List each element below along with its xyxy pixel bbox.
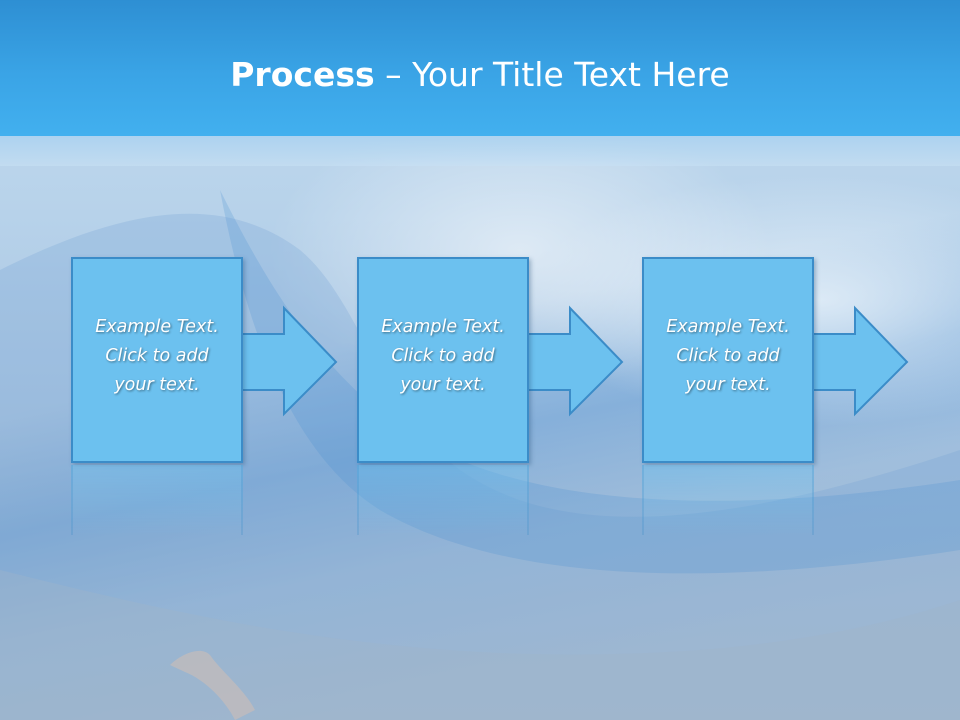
slide-title[interactable]: Process – Your Title Text Here: [0, 54, 960, 96]
title-rest-text: – Your Title Text Here: [374, 55, 730, 94]
title-bar: [0, 0, 960, 136]
process-arrow-3: [812, 305, 909, 417]
title-bar-strip: [0, 136, 960, 166]
process-arrow-2: [527, 305, 624, 417]
process-step-1[interactable]: Example Text. Click to add your text.: [71, 257, 243, 463]
step-3-reflection: [642, 465, 814, 535]
process-step-3[interactable]: Example Text. Click to add your text.: [642, 257, 814, 463]
step-3-text: Example Text. Click to add your text.: [666, 317, 790, 395]
title-bold-text: Process: [230, 55, 375, 94]
step-1-text: Example Text. Click to add your text.: [95, 317, 219, 395]
step-2-reflection: [357, 465, 529, 535]
step-2-text: Example Text. Click to add your text.: [381, 317, 505, 395]
step-1-reflection: [71, 465, 243, 535]
process-step-2[interactable]: Example Text. Click to add your text.: [357, 257, 529, 463]
process-arrow-1: [241, 305, 338, 417]
